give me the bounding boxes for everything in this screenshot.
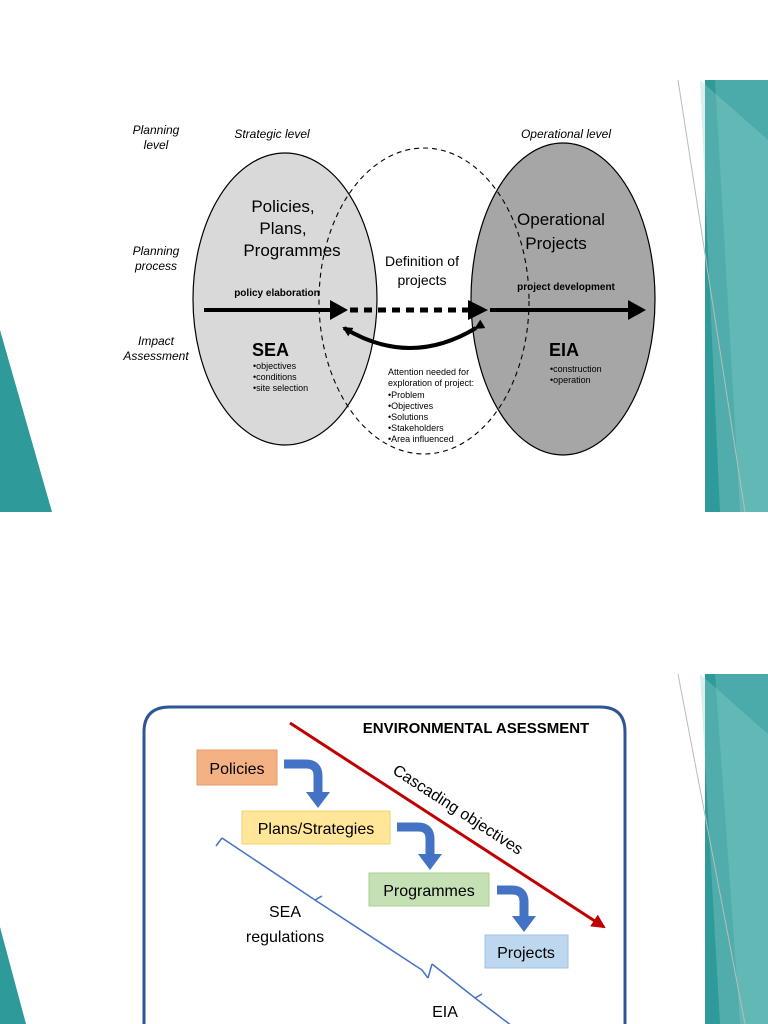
left-title-line1: Policies,	[251, 197, 314, 216]
attention-item-objectives: •Objectives	[388, 401, 434, 411]
strategic-level-label: Strategic level	[234, 127, 310, 141]
project-development-label: project development	[517, 282, 615, 293]
sea-regulations-line1: SEA	[269, 904, 301, 921]
label-planning-level-line2: level	[144, 138, 169, 152]
attention-heading-line1: Attention needed for	[388, 367, 469, 377]
sea-brace	[215, 837, 429, 979]
sea-title: SEA	[252, 340, 289, 360]
attention-item-solutions: •Solutions	[388, 412, 429, 422]
right-title-line1: Operational	[517, 210, 605, 229]
sea-eia-diagram: Planning level Planning process Impact A…	[0, 79, 768, 512]
diagram-title: ENVIRONMENTAL ASESSMENT	[363, 720, 589, 737]
eia-brace	[427, 963, 511, 1024]
left-title-line2: Plans,	[259, 219, 306, 238]
project-arrow	[490, 300, 646, 320]
attention-item-problem: •Problem	[388, 390, 425, 400]
label-planning-level-line1: Planning	[133, 123, 180, 137]
blue-arrow-2	[397, 822, 442, 870]
eia-title: EIA	[549, 340, 579, 360]
slide-2: ENVIRONMENTAL ASESSMENT Cascading object…	[0, 512, 768, 1024]
middle-title-line2: projects	[397, 272, 446, 288]
environmental-assessment-diagram: ENVIRONMENTAL ASESSMENT Cascading object…	[0, 673, 768, 1024]
sea-regulations-line2: regulations	[246, 929, 324, 946]
right-title-line2: Projects	[525, 234, 586, 253]
attention-item-area: •Area influenced	[388, 434, 454, 444]
projects-label: Projects	[497, 945, 555, 962]
policies-box: Policies	[196, 749, 278, 786]
label-planning-process-line2: process	[134, 259, 177, 273]
middle-ellipse-dashed	[318, 147, 530, 455]
eia-item-construction: •construction	[550, 364, 602, 374]
programmes-box: Programmes	[368, 872, 490, 907]
slide-1: Planning level Planning process Impact A…	[0, 79, 768, 512]
teal-decoration-right	[677, 79, 768, 512]
label-planning-process-line1: Planning	[133, 244, 180, 258]
programmes-label: Programmes	[383, 883, 475, 900]
plans-strategies-label: Plans/Strategies	[258, 821, 375, 838]
policy-elaboration-label: policy elaboration	[234, 288, 320, 299]
teal-decoration-right-2	[677, 673, 768, 1024]
cascade-arrow	[289, 721, 606, 929]
right-ellipse-operational	[470, 142, 656, 456]
eia-item-operation: •operation	[550, 375, 591, 385]
policies-label: Policies	[209, 761, 264, 778]
attention-item-stakeholders: •Stakeholders	[388, 423, 444, 433]
sea-item-site-selection: •site selection	[253, 383, 308, 393]
operational-level-label: Operational level	[521, 127, 611, 141]
blue-arrow-3	[497, 885, 536, 932]
middle-title-line1: Definition of	[385, 253, 459, 269]
blue-arrow-1	[284, 759, 330, 808]
label-impact-assessment-line1: Impact	[138, 334, 175, 348]
sea-item-objectives: •objectives	[253, 361, 297, 371]
eia-label: EIA	[432, 1004, 458, 1021]
feedback-arrow	[342, 319, 486, 350]
plans-strategies-box: Plans/Strategies	[241, 810, 391, 845]
label-impact-assessment-line2: Assessment	[122, 349, 189, 363]
teal-decoration-left-2	[0, 927, 26, 1024]
dotted-arrow	[350, 300, 488, 320]
caption-cutoff	[110, 468, 665, 472]
teal-decoration-left	[0, 330, 52, 512]
left-title-line3: Programmes	[243, 241, 340, 260]
projects-box: Projects	[484, 934, 569, 969]
attention-heading-line2: exploration of project:	[388, 378, 474, 388]
policy-arrow	[204, 300, 348, 320]
sea-item-conditions: •conditions	[253, 372, 297, 382]
